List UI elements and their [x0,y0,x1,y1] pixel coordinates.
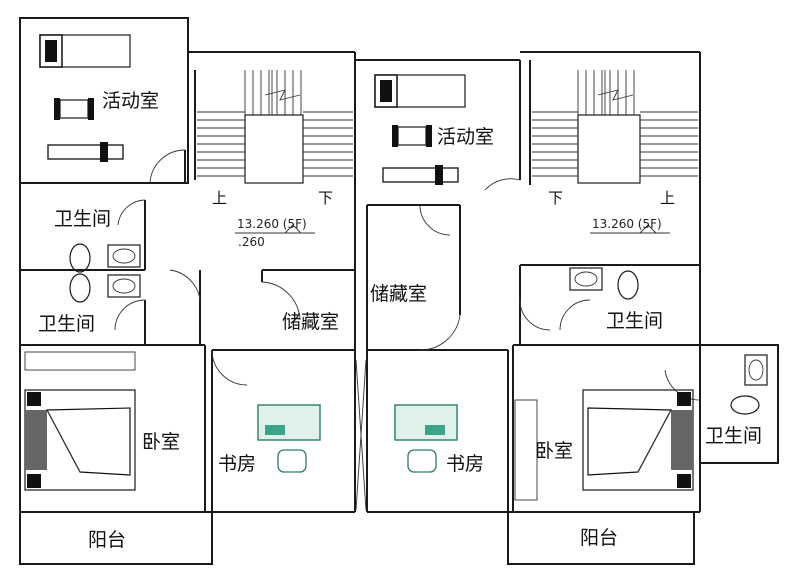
label-bedroom-left: 卧室 [142,431,180,453]
level-left: 13.260 (5F) [237,217,307,231]
stair-left-down: 下 [318,189,333,207]
right-unit-walls [512,60,701,512]
label-study-left: 书房 [218,453,256,475]
center-walls [355,60,521,512]
label-balcony-left: 阳台 [88,529,126,551]
label-bath-left-upper: 卫生间 [54,208,111,230]
desk-left [257,404,321,473]
label-activity-left: 活动室 [102,90,159,112]
treadmill-right [374,74,466,108]
outer-walls [19,17,779,565]
bed-right [582,389,694,491]
label-bath-left-lower: 卫生间 [38,313,95,335]
label-activity-right: 活动室 [437,126,494,148]
bath-fixtures-left [69,243,141,303]
wardrobe-left [24,351,136,371]
label-bedroom-right: 卧室 [535,440,573,462]
stair-left-up: 上 [212,189,227,207]
bed-left [24,389,136,491]
label-storage-left: 储藏室 [282,311,339,333]
weight-bench-right [382,125,459,185]
desk-right [394,404,458,473]
left-stair [197,70,353,184]
label-bath-right-side: 卫生间 [705,425,762,447]
level-marks [235,224,670,234]
left-unit-walls [20,70,356,512]
weight-bench-left [47,98,124,162]
level-right: 13.260 (5F) [592,217,662,231]
label-study-right: 书房 [446,453,484,475]
wardrobe-right [514,399,538,501]
stair-right-down: 下 [548,189,563,207]
treadmill-left [39,34,131,68]
bath-fixtures-right [569,267,768,415]
right-stair [532,70,698,184]
level-left-sub: .260 [238,235,265,249]
label-bath-right-mid: 卫生间 [606,310,663,332]
label-balcony-right: 阳台 [580,527,618,549]
label-storage-right: 储藏室 [370,283,427,305]
stair-right-up: 上 [660,189,675,207]
